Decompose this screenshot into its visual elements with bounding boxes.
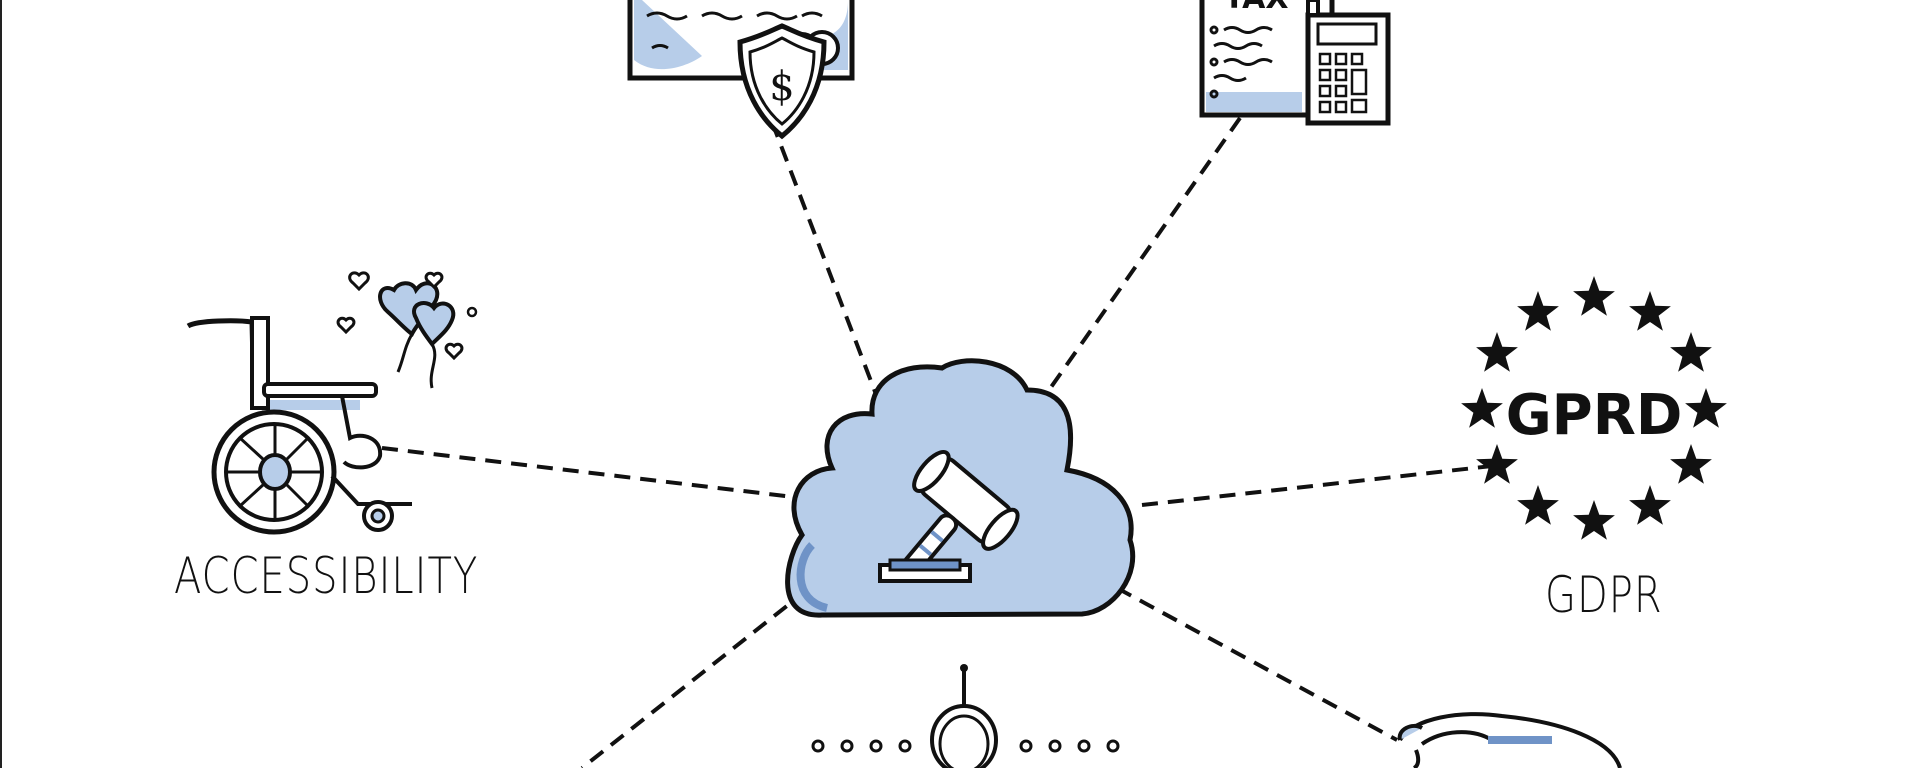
tax-label: TAX [1224,0,1288,16]
gdpr-label: GDPR [1545,567,1663,625]
eu-stars-badge-icon [1461,276,1727,540]
connectors [381,116,1493,768]
piggy-bank-icon [1397,712,1622,768]
connector-bottom-right [1116,586,1398,742]
star-icon [1573,276,1615,316]
gdpr-badge-text: GPRD [1506,383,1683,448]
star-icon [1629,485,1671,525]
wheelchair-hearts-icon [186,271,478,535]
svg-text:$: $ [769,64,794,110]
star-icon [1476,332,1518,372]
star-icon [1517,291,1559,331]
accessibility-label: ACCESSIBILITY [174,548,479,606]
connector-bottom-left [580,588,809,768]
star-icon [1670,444,1712,484]
star-icon [1670,332,1712,372]
tax-document-calculator-icon: TAX [1199,0,1391,126]
document-shield-dollar-icon: $ [627,0,855,140]
star-icon [1685,388,1727,428]
connector-gdpr [1141,464,1493,507]
star-icon [1517,485,1559,525]
star-icon [1629,291,1671,331]
person-dots-icon [811,664,1120,768]
gavel-cloud-icon [785,358,1136,618]
star-icon [1476,444,1518,484]
star-icon [1461,388,1503,428]
connector-accessibility [381,446,803,500]
star-icon [1573,500,1615,540]
connector-tax [1040,116,1242,402]
connector-insurance [770,121,884,411]
